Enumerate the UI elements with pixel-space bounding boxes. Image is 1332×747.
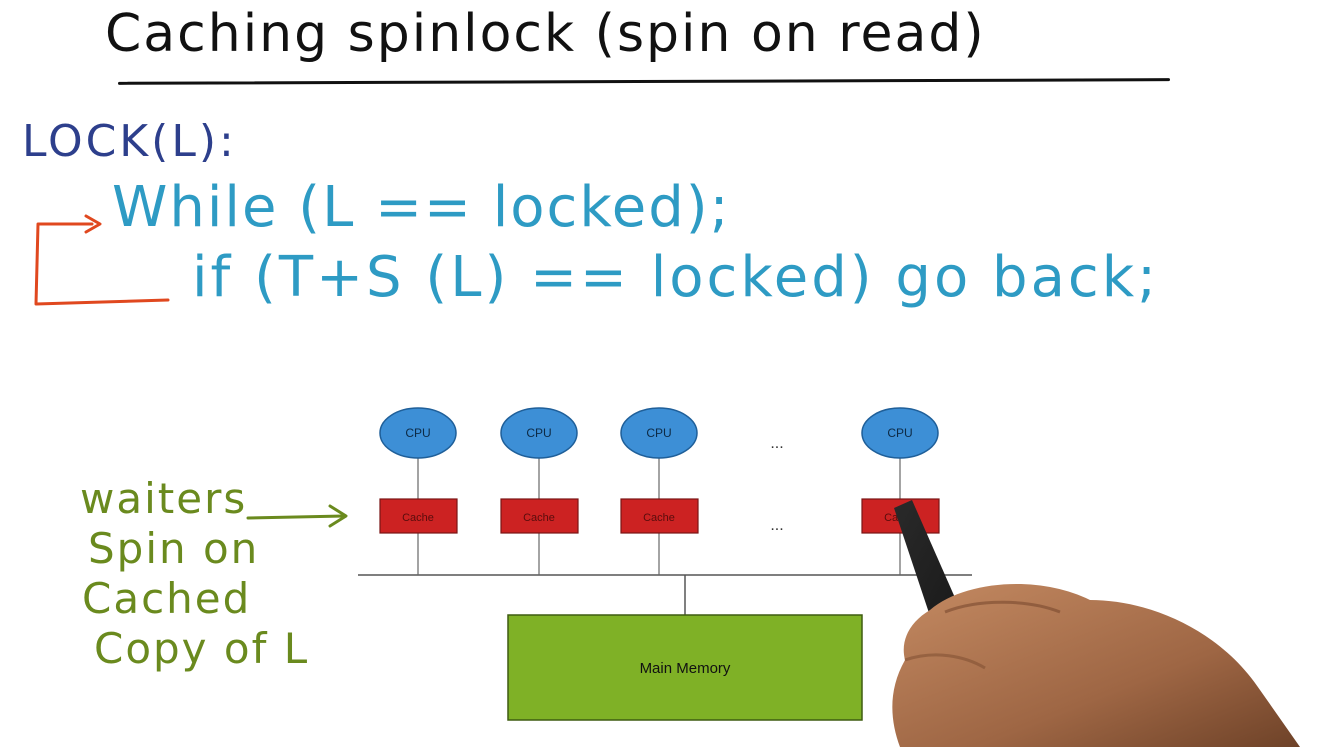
cpu-node (620, 407, 698, 459)
code-line-if: if (T+S (L) == locked) go back; (192, 245, 1159, 310)
code-header: LOCK(L): (22, 116, 237, 167)
cache-label: Cache (523, 512, 555, 524)
main-memory-label: Main Memory (640, 660, 731, 677)
cpu-label: CPU (646, 426, 671, 440)
cpu-ellipsis: ... (770, 435, 783, 452)
annotation-line-2: Spin on (88, 524, 260, 573)
annotation-line-1: waiters (80, 474, 248, 523)
cache-ellipsis: ... (770, 517, 783, 534)
processor-unit-3: CPU Cache (620, 407, 699, 575)
code-line-while: While (L == locked); (112, 175, 731, 240)
cache-node (500, 498, 579, 534)
annotation-line-4: Copy of L (94, 624, 310, 673)
processor-unit-2: CPU Cache (500, 407, 579, 575)
cache-label: Cache (884, 512, 916, 524)
cache-node (379, 498, 458, 534)
slide-title: Caching spinlock (spin on read) (105, 4, 986, 64)
annotation-line-3: Cached (82, 574, 252, 623)
cpu-label: CPU (887, 426, 912, 440)
processor-unit-1: CPU Cache (379, 407, 458, 575)
cpu-label: CPU (405, 426, 430, 440)
cache-label: Cache (402, 512, 434, 524)
main-memory-block (507, 614, 863, 721)
cache-label: Cache (643, 512, 675, 524)
cpu-node (379, 407, 457, 459)
cache-node (620, 498, 699, 534)
cpu-node (861, 407, 939, 459)
cpu-node (500, 407, 578, 459)
processor-unit-n: CPU Cache (861, 407, 940, 575)
cpu-label: CPU (526, 426, 551, 440)
